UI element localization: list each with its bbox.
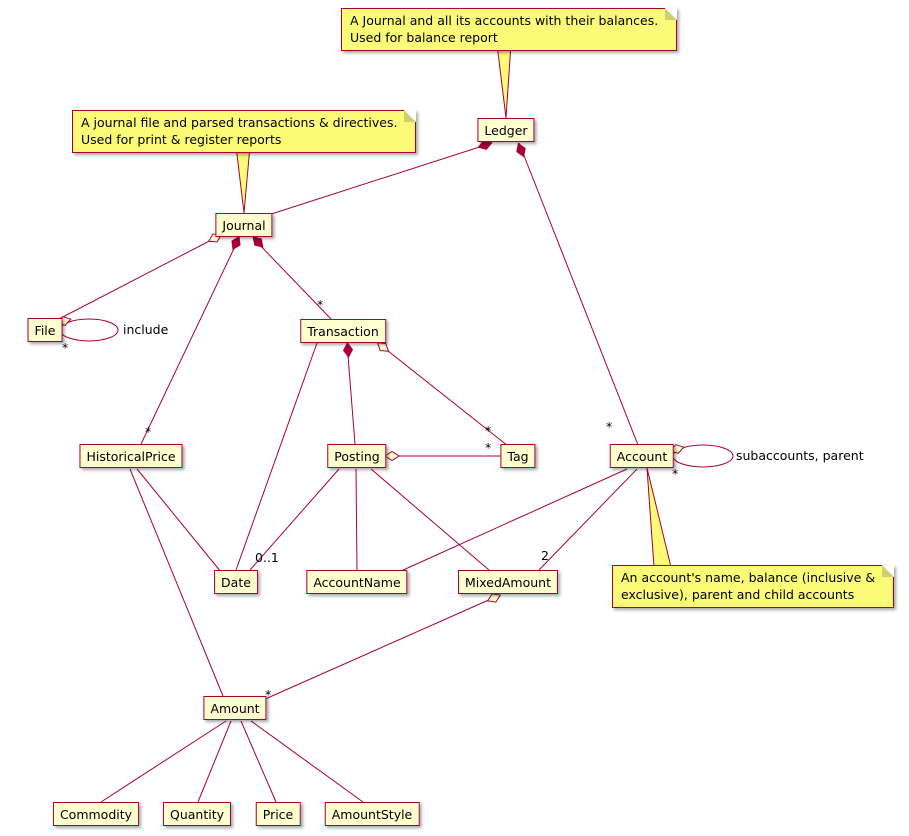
note-tail-journal — [235, 145, 251, 214]
aggregation-diamond-transaction-tag — [376, 342, 390, 352]
label-mixedamount-multiplicity: 2 — [541, 548, 549, 563]
edge-historicalprice-amount — [129, 468, 224, 697]
edge-journal-file — [56, 234, 222, 321]
aggregation-diamond-mixedamount-amount — [486, 593, 502, 603]
edge-amount-amountstyle — [250, 720, 364, 803]
edge-posting-accountname — [355, 468, 358, 571]
node-price: Price — [255, 802, 301, 826]
composition-diamond-ledger-account — [516, 142, 526, 158]
node-file: File — [27, 318, 63, 342]
edge-account-mixedamount — [538, 468, 638, 571]
edge-transaction-tag — [377, 342, 509, 447]
node-commodity: Commodity — [52, 802, 140, 826]
edge-ledger-journal — [261, 142, 493, 218]
node-mixedamount: MixedAmount — [457, 570, 559, 594]
edge-transaction-posting — [346, 342, 356, 445]
edge-posting-date — [249, 468, 340, 571]
note-tail-ledger — [496, 43, 512, 119]
node-quantity: Quantity — [162, 802, 232, 826]
note-journal: A journal file and parsed transactions &… — [72, 110, 417, 153]
edge-journal-transaction — [252, 237, 332, 320]
loop-file-include — [59, 318, 119, 342]
edge-transaction-date — [235, 342, 318, 571]
node-journal: Journal — [215, 213, 273, 237]
note-account: An account's name, balance (inclusive & … — [612, 565, 895, 608]
edge-amount-quantity — [197, 720, 232, 803]
node-amountstyle: AmountStyle — [324, 802, 420, 826]
composition-diamond-journal-transaction — [252, 236, 264, 248]
label-subaccounts-parent: subaccounts, parent — [736, 448, 864, 463]
node-accountname: AccountName — [306, 570, 408, 594]
edge-amount-commodity — [100, 720, 227, 803]
node-date: Date — [214, 570, 258, 594]
node-ledger: Ledger — [477, 118, 535, 142]
edge-ledger-account — [518, 142, 639, 446]
node-tag: Tag — [500, 444, 536, 468]
label-historicalprice-star: * — [145, 424, 151, 439]
label-amount-star: * — [265, 687, 271, 702]
node-account: Account — [609, 444, 675, 468]
composition-diamond-journal-historicalprice — [231, 235, 241, 251]
edge-journal-historicalprice — [140, 237, 240, 445]
node-historicalprice: HistoricalPrice — [79, 444, 183, 468]
label-date-multiplicity: 0..1 — [255, 550, 279, 565]
node-amount: Amount — [203, 696, 267, 720]
aggregation-diamond-posting-tag — [384, 450, 400, 462]
edge-historicalprice-date — [136, 468, 222, 573]
edge-account-accountname — [400, 468, 628, 572]
edge-posting-mixedamount — [370, 468, 490, 571]
label-tag-star-from-posting: * — [485, 440, 491, 455]
label-file-star: * — [62, 340, 68, 355]
edge-mixedamount-amount — [262, 594, 501, 701]
composition-diamond-transaction-posting — [342, 342, 354, 358]
note-ledger: A Journal and all its accounts with thei… — [341, 8, 678, 51]
label-transaction-star: * — [317, 297, 323, 312]
node-posting: Posting — [327, 444, 387, 468]
edge-amount-price — [240, 720, 277, 803]
node-transaction: Transaction — [300, 319, 386, 343]
note-tail-account — [646, 467, 672, 568]
label-tag-star-from-transaction: * — [485, 423, 491, 438]
label-account-star: * — [606, 419, 612, 434]
label-account-self-star: * — [672, 466, 678, 481]
label-include: include — [123, 322, 169, 337]
